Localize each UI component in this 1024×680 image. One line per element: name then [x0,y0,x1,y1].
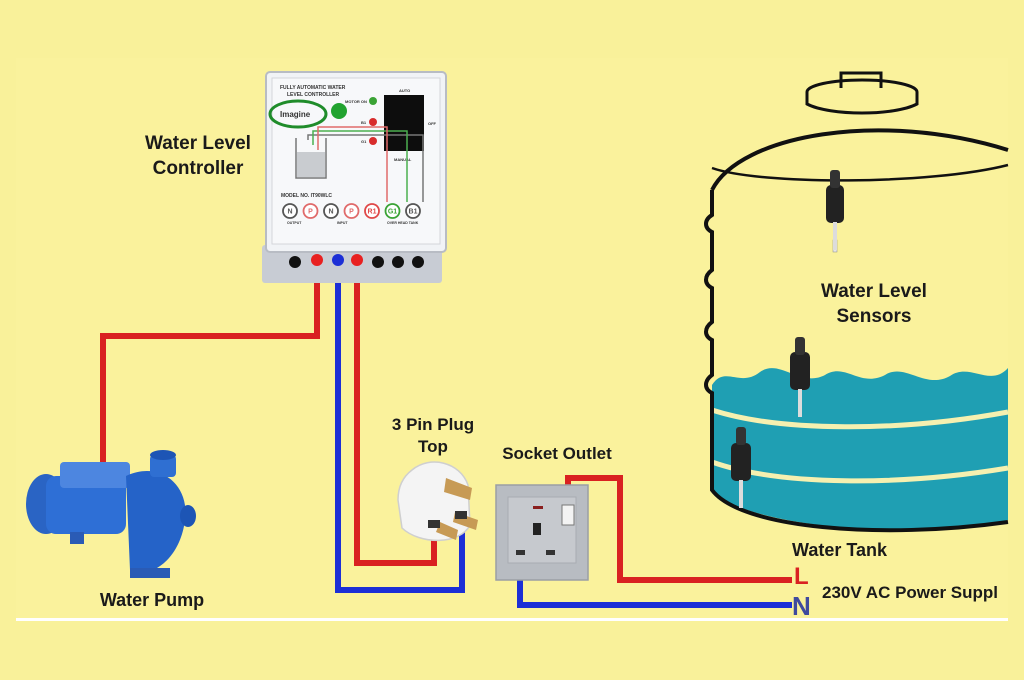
indicator-b1 [369,118,377,126]
model-number: MODEL NO. IT90WLC [281,193,332,199]
wires [100,262,792,608]
water-level-controller: FULLY AUTOMATIC WATER LEVEL CONTROLLER I… [262,71,447,283]
terminal-g1-5 [384,203,401,219]
socket-outlet [495,484,589,581]
controller-label-line1: Water Level [145,133,251,154]
indicator-label-motor: MOTOR ON [345,99,367,104]
brand-logo-dot [331,103,347,119]
controller-label-line2: Controller [152,158,244,179]
terminal-n-0 [282,203,298,219]
terminal-label: N [328,209,333,216]
controller-title-1: FULLY AUTOMATIC WATER [280,85,346,91]
sensors-label-line2: Sensors [836,306,912,327]
water-level-sensor-middle [790,337,810,417]
auto-manual-switch[interactable] [384,95,424,151]
terminal-n-2 [323,203,339,219]
indicator-label-b1: B1 [361,120,367,125]
controller-title-2: LEVEL CONTROLLER [287,92,340,98]
terminal-label: B1 [409,209,418,216]
water-level-sensor-bottom [731,427,751,508]
terminal-label: R1 [368,209,377,216]
terminal-group-input: INPUT [337,221,348,225]
switch-label-off: OFF [428,121,437,126]
neutral-terminal-label: N [792,591,811,621]
tank-label: Water Tank [792,540,888,560]
terminal-group-overhead: OVER HEAD TANK [387,221,419,225]
terminal-label: P [349,209,354,216]
live-terminal-label: L [794,563,809,590]
brand-logo: Imagine [280,110,311,119]
terminal-group-output: OUTPUT [287,221,302,225]
terminal-p-3 [343,203,360,219]
indicator-label-g1: G1 [361,139,367,144]
sensors-label-line1: Water Level [821,281,927,302]
terminal-b1-6 [405,203,421,219]
terminal-p-1 [302,203,319,219]
power-supply-label: 230V AC Power Suppl [822,583,999,602]
controller-label: Water Level Controller [130,131,266,181]
indicator-motor-on [369,97,377,105]
terminal-r1-4 [364,203,380,219]
socket-switch[interactable] [561,504,575,526]
water-level-sensor-top [826,170,844,253]
wire-plug-neutral [335,262,465,593]
indicator-g1 [369,137,377,145]
three-pin-plug [397,461,478,542]
terminal-label: G1 [388,209,397,216]
tank-water [712,368,1008,530]
terminal-row: N P N P R1 G1 B1 [282,203,421,219]
socket-label: Socket Outlet [502,444,612,463]
wire-pump-live [100,262,320,462]
switch-label-manual: MANUAL [394,157,412,162]
water-pump [26,450,196,578]
sensors-label: Water Level Sensors [806,279,942,329]
switch-label-auto: AUTO [399,88,410,93]
plug-label-line1: 3 Pin Plug [391,415,475,434]
pump-label: Water Pump [99,590,205,610]
terminal-label: P [308,209,313,216]
plug-label-line2: Top [418,437,448,456]
plug-label: 3 Pin Plug Top [378,414,488,458]
wire-plug-live [354,262,437,566]
water-tank [704,71,1009,533]
terminal-label: N [287,209,292,216]
